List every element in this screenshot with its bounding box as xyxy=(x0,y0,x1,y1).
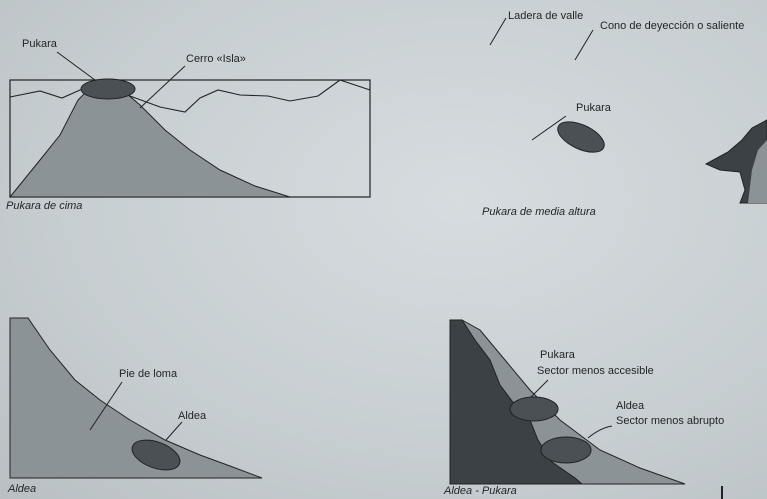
leader-cono xyxy=(574,29,594,61)
caption-aldea: Aldea xyxy=(8,483,37,495)
pukara-site-media xyxy=(557,121,605,153)
caption-pukara-de-cima: Pukara de cima xyxy=(6,200,83,212)
leader-ladera xyxy=(489,17,507,46)
cliff-edge-light xyxy=(748,140,767,203)
label-cono-de-deyeccion: Cono de deyección o saliente xyxy=(600,20,745,32)
slope-pie-de-loma xyxy=(9,317,263,479)
leader-pukara-media xyxy=(531,115,567,141)
label-pukara-aldea: Pukara xyxy=(540,349,575,361)
label-sector-menos-abrupto: Sector menos abrupto xyxy=(616,415,725,427)
leader-sector-abrupto xyxy=(587,425,613,439)
horizon-line xyxy=(9,79,371,113)
aldea-site-pukara xyxy=(540,436,592,464)
pukara-site-aldea xyxy=(509,396,559,422)
leader-cerro xyxy=(139,65,186,109)
leader-aldea xyxy=(165,421,183,441)
label-cerro-isla: Cerro «Isla» xyxy=(186,53,246,65)
label-pie-de-loma: Pie de loma xyxy=(119,368,178,380)
leader-pukara xyxy=(56,51,96,81)
leader-pie xyxy=(89,381,123,431)
figure-bottom-left xyxy=(9,317,263,479)
caption-pukara-de-media-altura: Pukara de media altura xyxy=(482,206,596,218)
label-aldea: Aldea xyxy=(178,410,207,422)
figure-bottom-right xyxy=(449,319,723,499)
label-aldea-pukara: Aldea xyxy=(616,400,645,412)
figure-top-right xyxy=(489,17,767,204)
label-pukara-cima: Pukara xyxy=(22,38,57,50)
hill-cerro-isla xyxy=(8,85,291,198)
label-sector-menos-accesible: Sector menos accesible xyxy=(537,365,654,377)
aldea-site xyxy=(131,439,181,471)
label-pukara-media: Pukara xyxy=(576,102,611,114)
label-ladera-de-valle: Ladera de valle xyxy=(508,10,584,22)
caption-aldea-pukara: Aldea - Pukara xyxy=(444,485,517,497)
figure-top-left xyxy=(8,51,371,198)
pukara-site xyxy=(80,78,136,100)
